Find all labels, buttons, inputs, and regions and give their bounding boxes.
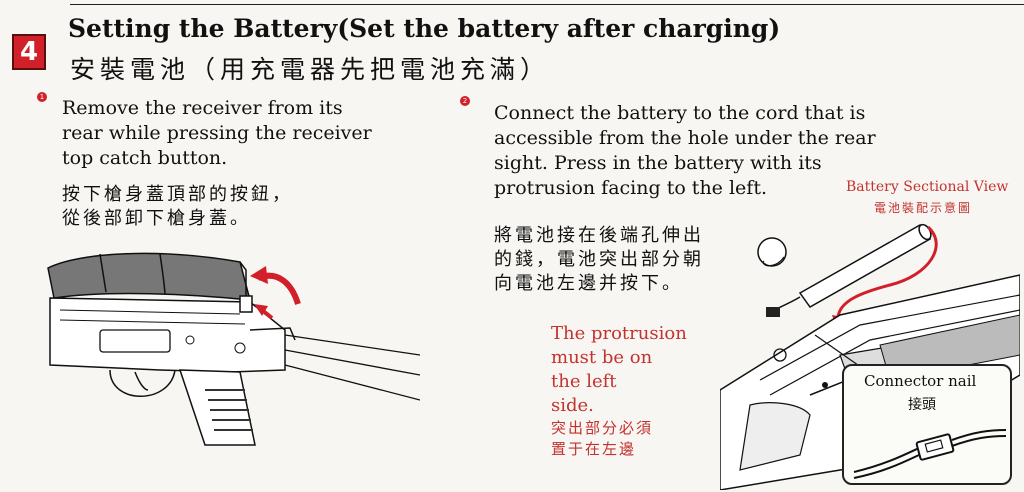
step2-english: Connect the battery to the cord that is … [494, 101, 876, 201]
connector-label-english: Connector nail [864, 372, 977, 390]
step2-zh-line: 將電池接在後端孔伸出 [494, 225, 704, 246]
step1-marker: 1 [37, 92, 47, 102]
step2-zh-line: 的錢，電池突出部分朝 [494, 249, 704, 270]
step2-zh-line: 向電池左邊并按下。 [494, 273, 683, 294]
step1-en-line: Remove the receiver from its [62, 97, 343, 119]
step2-chinese: 將電池接在後端孔伸出 的錢，電池突出部分朝 向電池左邊并按下。 [494, 224, 704, 296]
protrusion-zh-line: 突出部分必須 [551, 419, 654, 437]
protrusion-en-line: must be on [551, 347, 653, 368]
protrusion-zh-line: 置于在左邊 [551, 440, 637, 458]
step2-en-line: protrusion facing to the left. [494, 177, 767, 199]
connector-label-chinese: 接頭 [908, 397, 936, 413]
protrusion-en-line: side. [551, 395, 594, 416]
step1-zh-line: 按下槍身蓋頂部的按鈕， [62, 184, 293, 205]
receiver-removal-illustration [47, 252, 420, 446]
step1-chinese: 按下槍身蓋頂部的按鈕， 從後部卸下槍身蓋。 [62, 183, 293, 231]
protrusion-note-english: The protrusion must be on the left side. [551, 322, 687, 418]
battery-view-label-english: Battery Sectional View [846, 179, 1009, 195]
step-number-badge: 4 [12, 34, 46, 70]
step2-en-line: Connect the battery to the cord that is [494, 102, 866, 124]
protrusion-en-line: the left [551, 371, 617, 392]
title-chinese: 安裝電池（用充電器先把電池充滿） [70, 55, 551, 84]
step2-en-line: accessible from the hole under the rear [494, 127, 876, 149]
top-rule [70, 4, 1024, 5]
step1-zh-line: 從後部卸下槍身蓋。 [62, 208, 251, 229]
title-english: Setting the Battery(Set the battery afte… [68, 14, 781, 43]
step2-en-line: sight. Press in the battery with its [494, 152, 822, 174]
step1-en-line: top catch button. [62, 147, 228, 169]
protrusion-en-line: The protrusion [551, 323, 687, 344]
step2-marker: 2 [460, 96, 470, 106]
connector-callout: Connector nail 接頭 [842, 364, 1012, 485]
connector-illustration [853, 429, 1007, 479]
protrusion-note-chinese: 突出部分必須 置于在左邊 [551, 418, 653, 460]
battery-view-label-chinese: 電池裝配示意圖 [874, 201, 973, 215]
step1-english: Remove the receiver from its rear while … [62, 96, 372, 171]
step1-en-line: rear while pressing the receiver [62, 122, 372, 144]
